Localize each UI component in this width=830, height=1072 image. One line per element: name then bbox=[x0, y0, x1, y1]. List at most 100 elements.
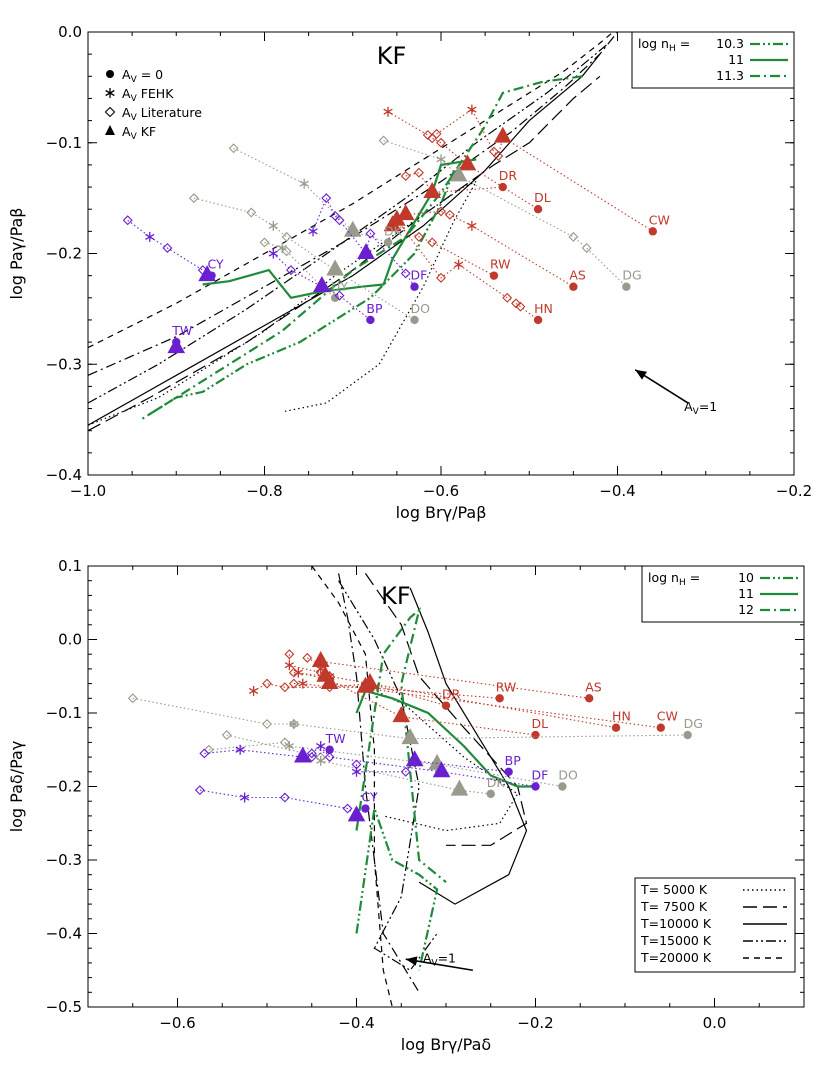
extinction-track bbox=[199, 789, 366, 817]
y-axis-label: log Paδ/Paγ bbox=[7, 741, 26, 833]
literature-marker bbox=[568, 231, 579, 242]
star-label: DF bbox=[411, 268, 428, 283]
literature-marker bbox=[246, 207, 257, 218]
temperature-model-line bbox=[88, 32, 618, 376]
literature-marker bbox=[306, 748, 317, 759]
extinction-track bbox=[272, 253, 371, 321]
fehk-marker bbox=[268, 248, 278, 259]
kf-marker bbox=[343, 220, 362, 237]
literature-marker bbox=[199, 748, 210, 759]
extinction-arrow-head bbox=[405, 956, 418, 966]
extinction-track bbox=[298, 672, 536, 736]
temperature-model-line bbox=[88, 75, 601, 432]
star-label: RW bbox=[496, 679, 517, 694]
star-label: DL bbox=[534, 190, 551, 205]
av0-marker bbox=[533, 315, 543, 325]
kf-marker bbox=[450, 779, 469, 796]
literature-marker bbox=[281, 231, 292, 242]
av0-marker bbox=[325, 745, 334, 754]
literature-marker bbox=[262, 719, 272, 730]
literature-marker bbox=[228, 143, 239, 154]
model-legend-header: log nH = bbox=[648, 570, 700, 588]
star-label: DR bbox=[499, 168, 518, 183]
star-label: HN bbox=[612, 709, 631, 724]
x-tick-label: −0.2 bbox=[517, 1014, 553, 1032]
av0-marker bbox=[383, 238, 393, 247]
kf-marker bbox=[361, 673, 379, 690]
extinction-track bbox=[208, 741, 563, 788]
star-label: UY bbox=[331, 279, 348, 294]
kf-marker bbox=[493, 126, 512, 143]
fehk-marker bbox=[145, 231, 155, 242]
av0-marker bbox=[489, 271, 499, 280]
literature-marker bbox=[285, 265, 296, 276]
av0-marker bbox=[495, 694, 504, 703]
star-label: CW bbox=[657, 709, 678, 724]
temperature-model-line bbox=[88, 53, 601, 426]
legend-dot-icon bbox=[106, 70, 114, 78]
kf-marker bbox=[167, 337, 186, 354]
y-tick-label: −0.2 bbox=[46, 245, 82, 263]
literature-marker bbox=[302, 652, 313, 663]
legend-label: AV FEHK bbox=[122, 86, 174, 104]
density-model-line bbox=[202, 158, 477, 300]
star-label: CW bbox=[649, 212, 670, 227]
literature-marker bbox=[427, 237, 438, 248]
model-legend-label: 11.3 bbox=[716, 68, 744, 83]
av0-marker bbox=[683, 730, 692, 740]
literature-marker bbox=[400, 766, 411, 777]
literature-marker bbox=[436, 272, 446, 283]
chart-title: KF bbox=[381, 582, 411, 610]
density-model-line bbox=[140, 75, 583, 421]
temperature-legend-label: T= 5000 K bbox=[640, 882, 708, 897]
extinction-track bbox=[387, 111, 539, 210]
literature-marker bbox=[334, 290, 345, 301]
fehk-marker bbox=[453, 259, 464, 270]
kf-marker bbox=[320, 673, 339, 690]
literature-marker bbox=[436, 206, 446, 217]
temperature-model-line bbox=[311, 566, 393, 1007]
literature-marker bbox=[279, 682, 290, 693]
star-label: DR bbox=[442, 687, 461, 702]
literature-marker bbox=[315, 667, 326, 678]
literature-marker bbox=[188, 193, 199, 204]
literature-marker bbox=[436, 137, 446, 148]
kf-marker bbox=[432, 761, 451, 778]
temperature-model-line bbox=[88, 32, 614, 349]
star-label: AS bbox=[569, 268, 586, 283]
literature-marker bbox=[288, 667, 299, 678]
fehk-marker bbox=[436, 154, 446, 165]
fehk-marker bbox=[235, 744, 245, 755]
av0-marker bbox=[498, 182, 507, 192]
av0-marker bbox=[441, 701, 451, 710]
literature-marker bbox=[511, 298, 521, 309]
literature-marker bbox=[284, 649, 295, 660]
y-tick-label: −0.1 bbox=[46, 704, 82, 722]
legend-label: AV = 0 bbox=[122, 67, 163, 85]
av0-marker bbox=[569, 282, 578, 291]
av0-marker bbox=[611, 723, 621, 732]
literature-marker bbox=[324, 674, 335, 685]
model-legend-label: 11 bbox=[738, 586, 754, 601]
av0-marker bbox=[486, 789, 495, 799]
star-label: AS bbox=[585, 679, 602, 694]
av0-marker bbox=[622, 282, 631, 291]
y-tick-label: 0.0 bbox=[58, 631, 82, 649]
extinction-track bbox=[132, 697, 688, 740]
star-label: HN bbox=[534, 301, 553, 316]
literature-marker bbox=[203, 744, 214, 755]
literature-marker bbox=[431, 128, 442, 139]
av0-marker bbox=[410, 282, 419, 291]
literature-marker bbox=[259, 237, 270, 248]
y-tick-label: −0.1 bbox=[46, 134, 82, 152]
kf-marker bbox=[405, 750, 424, 767]
extinction-track bbox=[405, 210, 574, 288]
star-label: TW bbox=[171, 323, 192, 338]
star-label: DK bbox=[487, 775, 506, 790]
kf-marker bbox=[311, 650, 330, 667]
x-tick-label: −0.8 bbox=[246, 482, 282, 500]
legend-triangle-icon bbox=[105, 125, 115, 135]
extinction-arrow-label: AV=1 bbox=[423, 950, 456, 968]
